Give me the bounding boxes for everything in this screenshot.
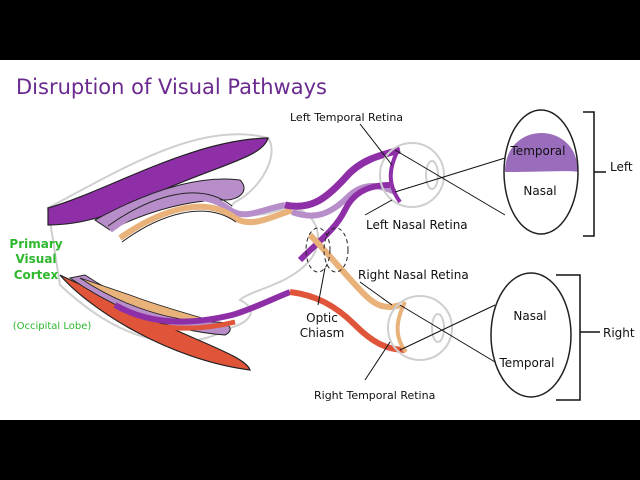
lower-radiation-lilac: [113, 289, 292, 325]
chiasm-orange-cross: [307, 232, 401, 310]
leader-left-nasal: [364, 199, 393, 216]
left-nasal-retina-label: Left Nasal Retina: [366, 218, 468, 232]
left-field-top-label: Temporal: [510, 144, 566, 158]
chiasm-purple-cross: [297, 182, 391, 263]
left-temporal-retina-label: Left Temporal Retina: [290, 111, 403, 124]
left-visual-field: [503, 109, 579, 235]
cortex-label-line1: Primary: [9, 237, 62, 251]
upper-radiation-orange: [118, 203, 294, 241]
diagram-canvas: Disruption of Visual Pathways: [0, 60, 640, 420]
left-retina-arc: [388, 149, 402, 204]
page-title: Disruption of Visual Pathways: [16, 75, 327, 99]
right-field-bottom-label: Temporal: [499, 356, 555, 370]
chiasm-dashed-left: [305, 227, 331, 273]
leader-chiasm: [317, 267, 326, 306]
right-temporal-retina-label: Right Temporal Retina: [314, 389, 435, 402]
left-eye: [379, 142, 445, 208]
cortex-label-line2: Visual: [15, 252, 56, 266]
leader-right-temporal: [364, 341, 391, 381]
cortex-label-line3: Cortex: [14, 268, 59, 282]
leader-left-temporal: [359, 123, 393, 166]
occipital-lobe-label: (Occipital Lobe): [13, 321, 92, 332]
leader-right-nasal: [359, 281, 393, 306]
right-sight-lines: [399, 304, 496, 363]
lower-radiation-red: [119, 312, 236, 331]
right-nasal-retina-label: Right Nasal Retina: [358, 268, 469, 282]
optic-chiasm-label-line2: Chiasm: [300, 326, 345, 340]
upper-cortex-purple-wedge: [47, 137, 269, 226]
right-eye-lens: [431, 313, 445, 343]
left-tract-purple: [284, 146, 401, 210]
visual-pathways-diagram: Disruption of Visual Pathways: [9, 75, 635, 402]
left-field-bottom-label: Nasal: [523, 184, 556, 198]
right-visual-field: [490, 272, 572, 398]
upper-radiation-lilac: [108, 194, 286, 233]
right-side-label: Right: [603, 326, 635, 340]
right-field-top-label: Nasal: [513, 309, 546, 323]
chiasm-dashed-right: [323, 227, 349, 273]
chiasm-red-tract: [289, 289, 406, 353]
right-field-bracket: [556, 274, 600, 401]
left-side-label: Left: [610, 160, 633, 174]
left-sight-lines: [394, 149, 506, 216]
upper-radiation-outline: [107, 192, 237, 243]
lower-cortex-orange-band: [79, 277, 216, 323]
right-retina-arc: [395, 301, 408, 354]
left-field-bracket: [583, 111, 606, 237]
right-eye: [387, 295, 453, 361]
left-eye-lens: [425, 160, 439, 190]
left-field-temporal: [505, 133, 578, 172]
optic-chiasm-label-line1: Optic: [306, 311, 338, 325]
